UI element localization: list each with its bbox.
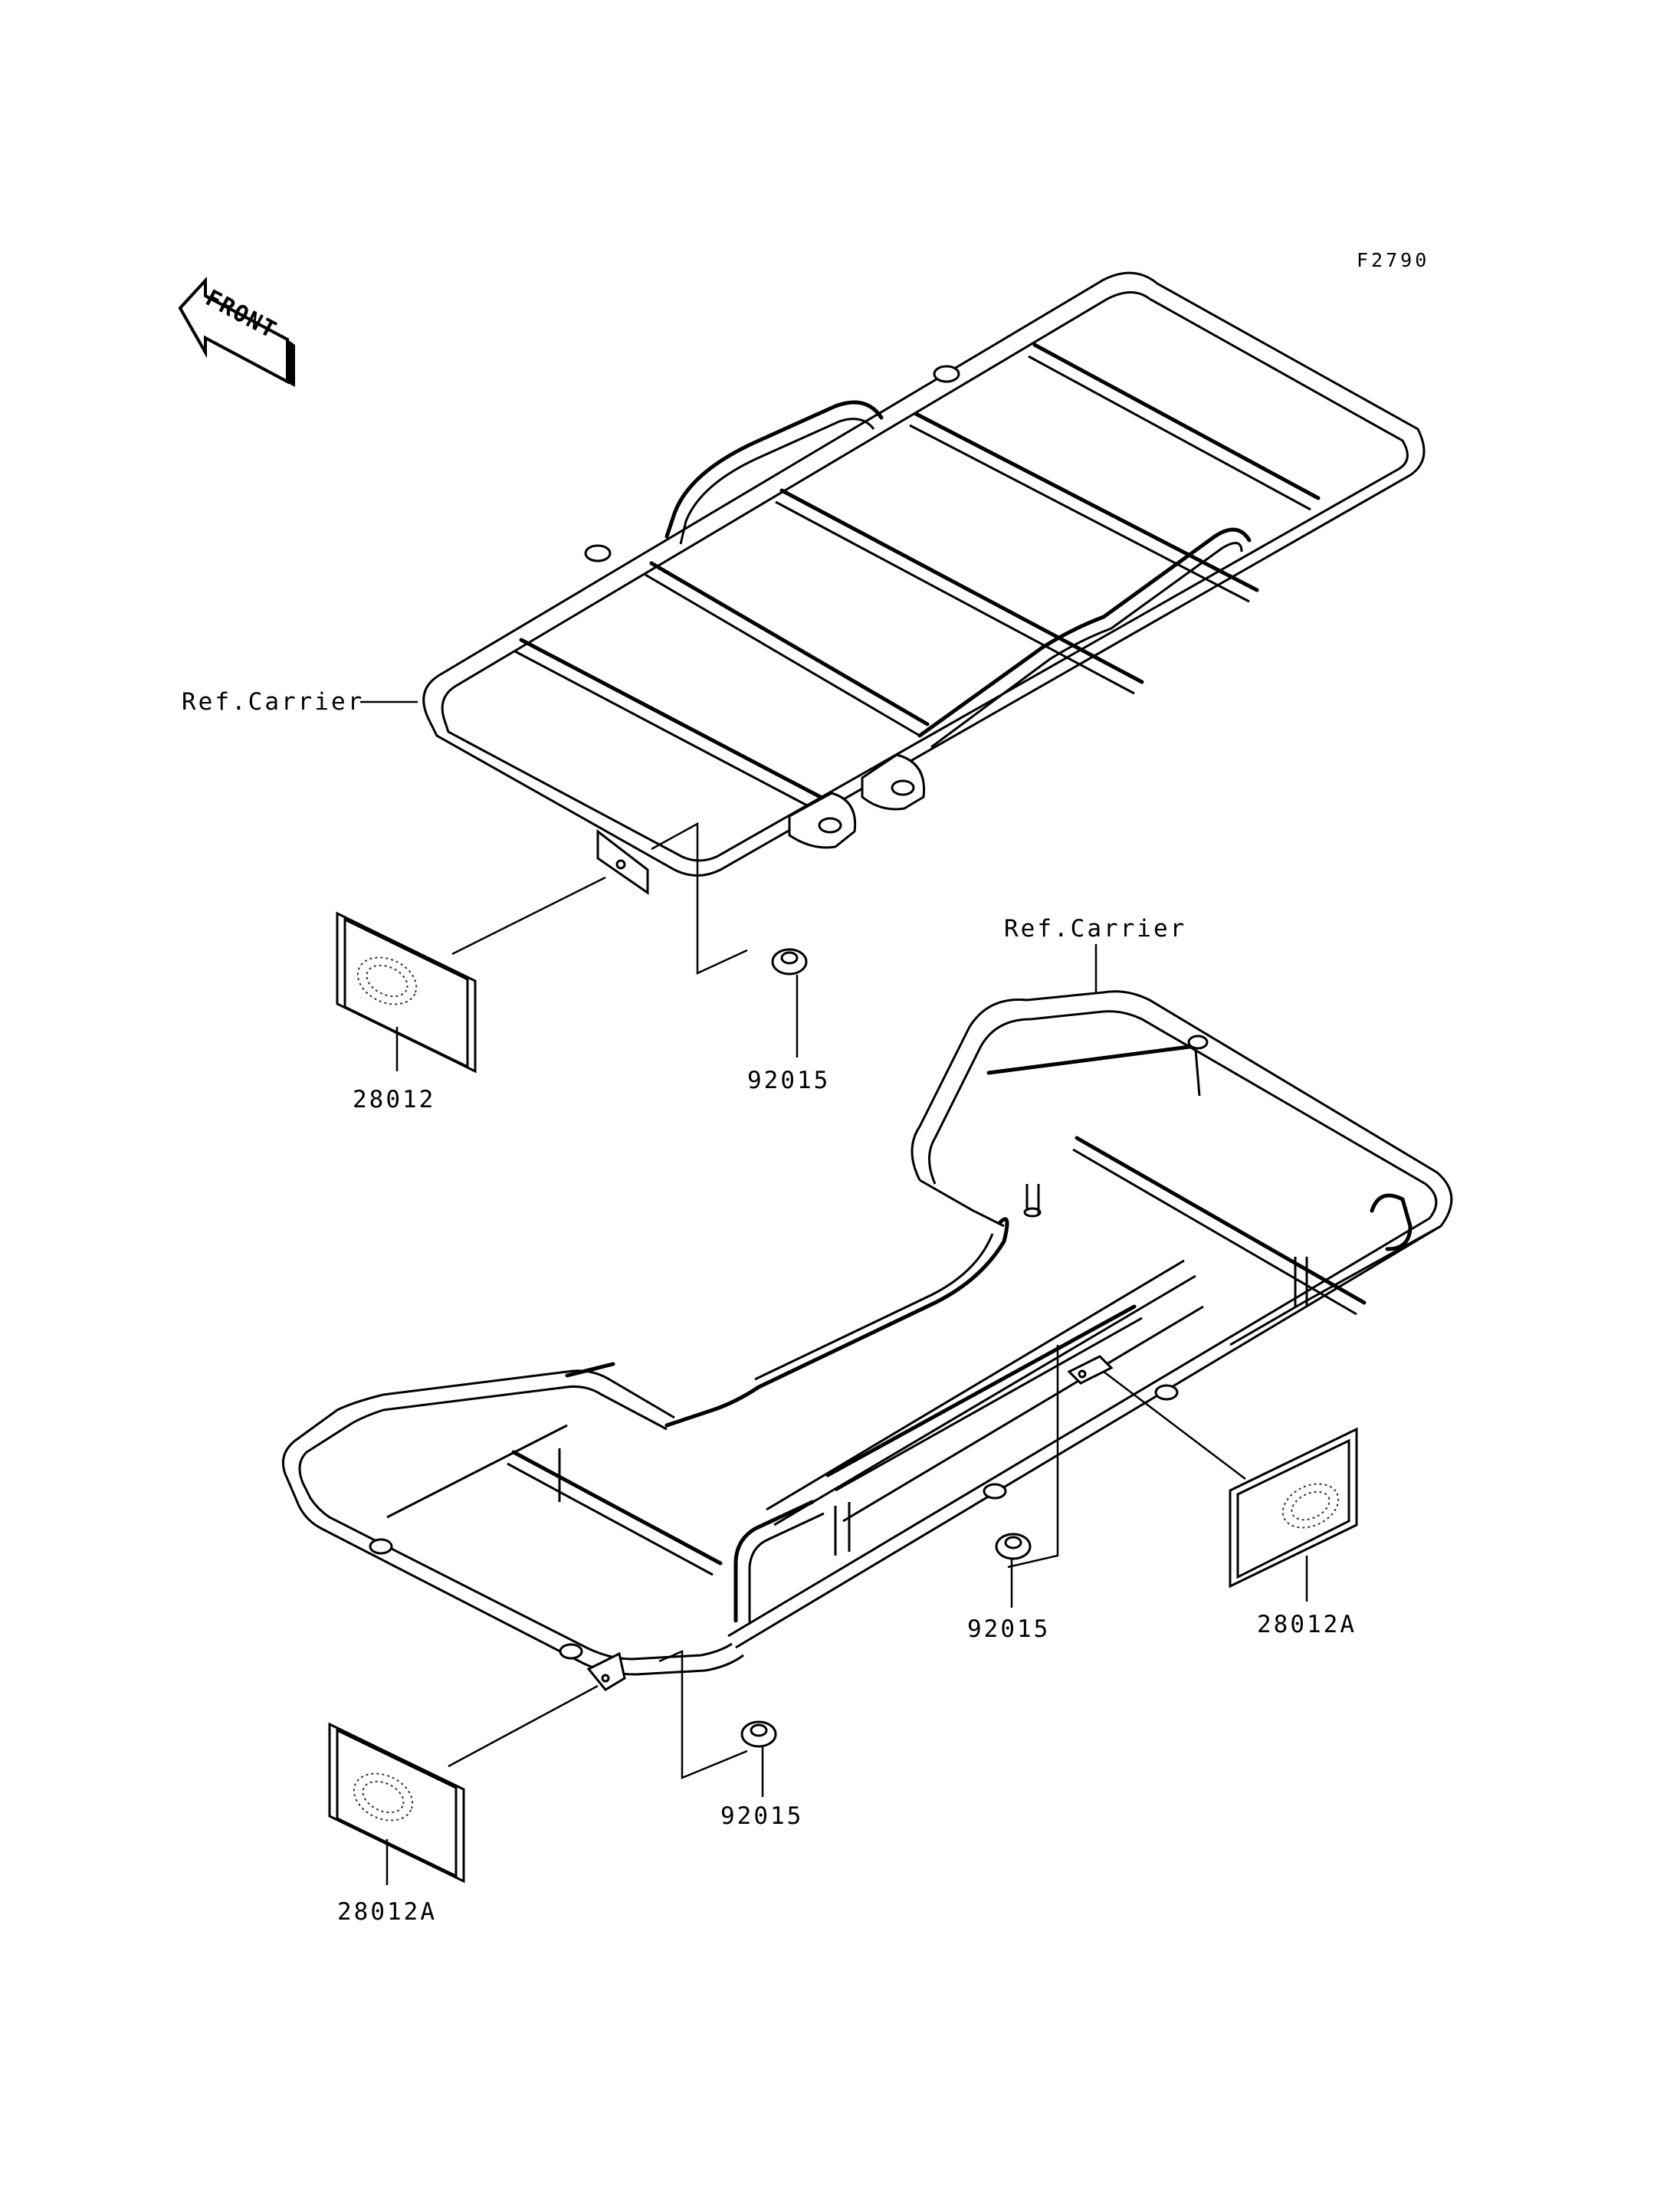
upper-reflector-part-number: 28012 [353,1086,435,1113]
lower-nut-part-number: 92015 [720,1802,803,1830]
nut-icon [995,1533,1032,1560]
reflector-icon [328,1722,465,1884]
reflector-icon [1229,1427,1358,1589]
lower-reflector-part-number: 28012A [337,1898,437,1926]
upper-carrier [422,271,1426,975]
middle-nut-part-number: 92015 [967,1615,1050,1643]
figure-code: F2790 [1357,249,1429,271]
lower-carrier-ref-label: Ref.Carrier [1004,915,1186,943]
reflector-icon [336,911,477,1074]
front-arrow-icon: FRONT [178,276,295,387]
upper-carrier-ref-label: Ref.Carrier [182,688,364,716]
nut-icon [740,1720,777,1748]
lower-carrier [281,990,1453,1779]
right-reflector-part-number: 28012A [1257,1611,1357,1638]
upper-nut-part-number: 92015 [747,1067,830,1094]
nut-icon [771,948,808,976]
